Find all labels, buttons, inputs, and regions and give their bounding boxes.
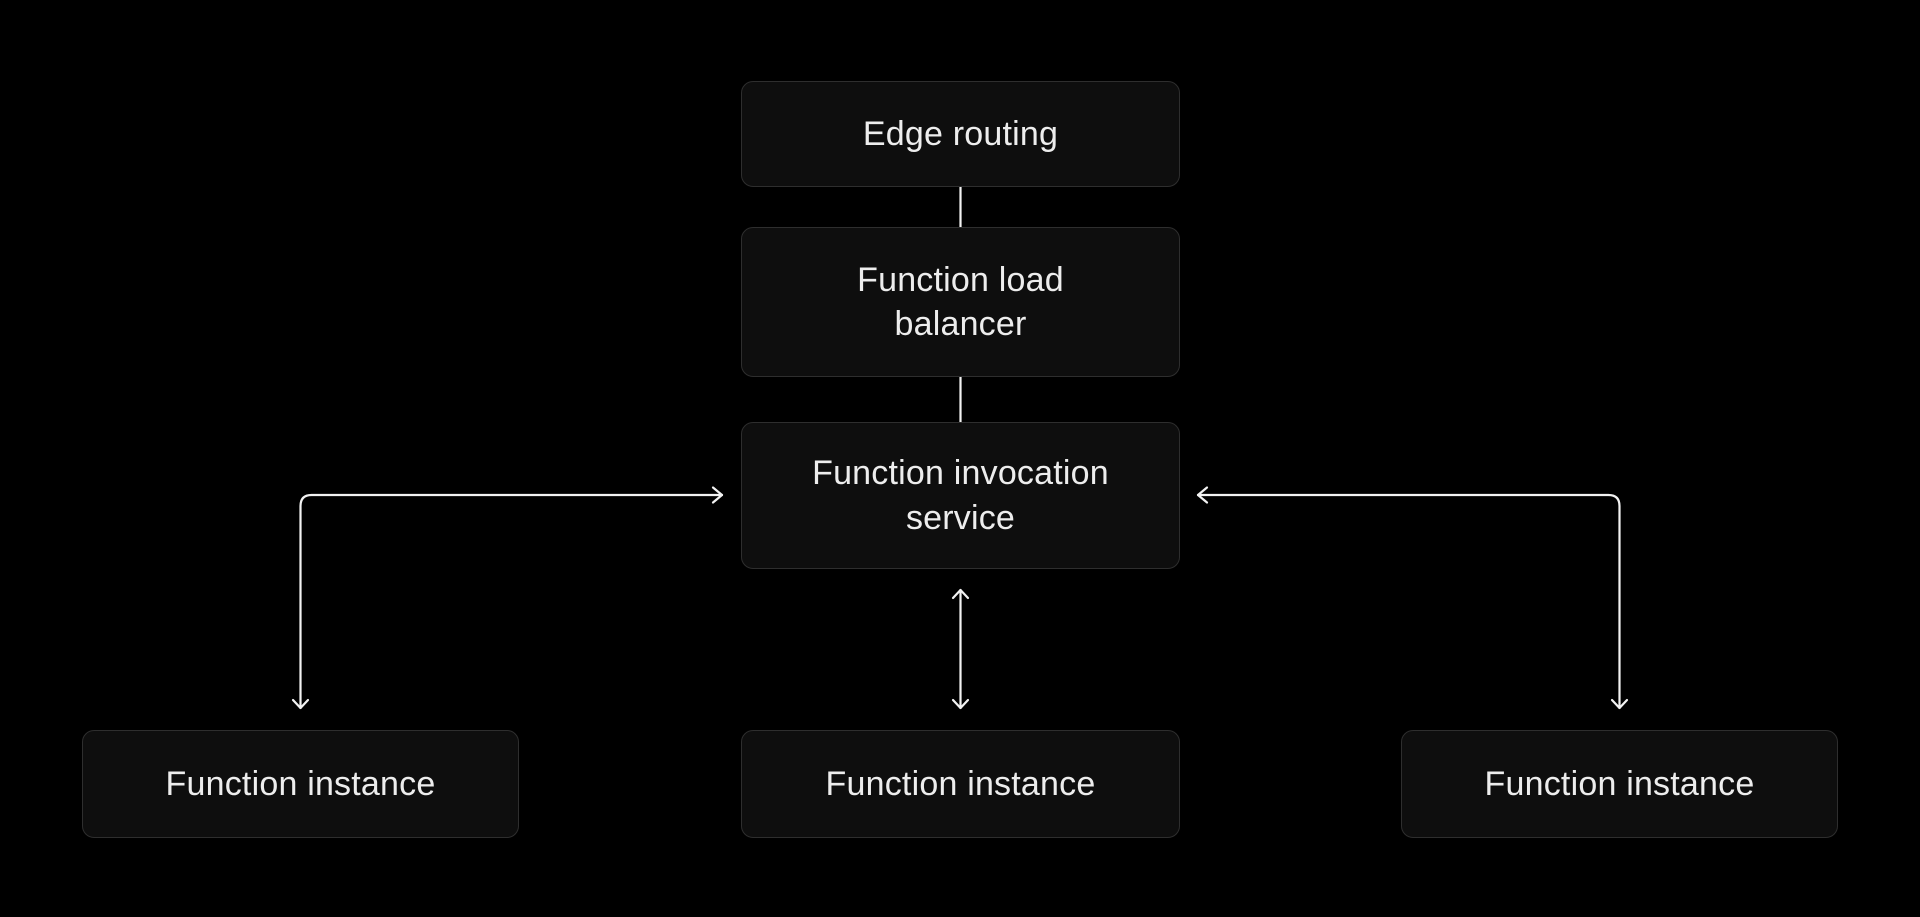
node-function-instance-center-label: Function instance [825,764,1096,803]
connector-invocation-service-to-instance-right [1196,486,1629,710]
node-function-invocation-service: Function invocation service [741,422,1180,569]
node-function-instance-right-label: Function instance [1484,764,1755,803]
node-edge-routing-label: Edge routing [862,114,1059,153]
node-function-load-balancer-label: Function load balancer [857,260,1064,343]
node-function-instance-left-label: Function instance [165,764,436,803]
node-function-instance-center: Function instance [741,730,1180,838]
node-edge-routing: Edge routing [741,81,1180,187]
connector-invocation-service-to-instance-left [291,486,724,710]
node-function-instance-left: Function instance [82,730,519,838]
node-function-load-balancer: Function load balancer [741,227,1180,377]
node-function-invocation-service-label: Function invocation service [812,454,1109,537]
arrowhead-right-icon [711,486,724,504]
arrowhead-down-icon [291,698,310,710]
connector-invocation-service-to-instance-center [951,588,970,710]
arrowhead-up-icon [951,588,970,600]
node-function-instance-right: Function instance [1401,730,1838,838]
arrowhead-down-icon [951,698,970,710]
arrowhead-down-icon [1610,698,1629,710]
arrowhead-left-icon [1196,486,1209,504]
